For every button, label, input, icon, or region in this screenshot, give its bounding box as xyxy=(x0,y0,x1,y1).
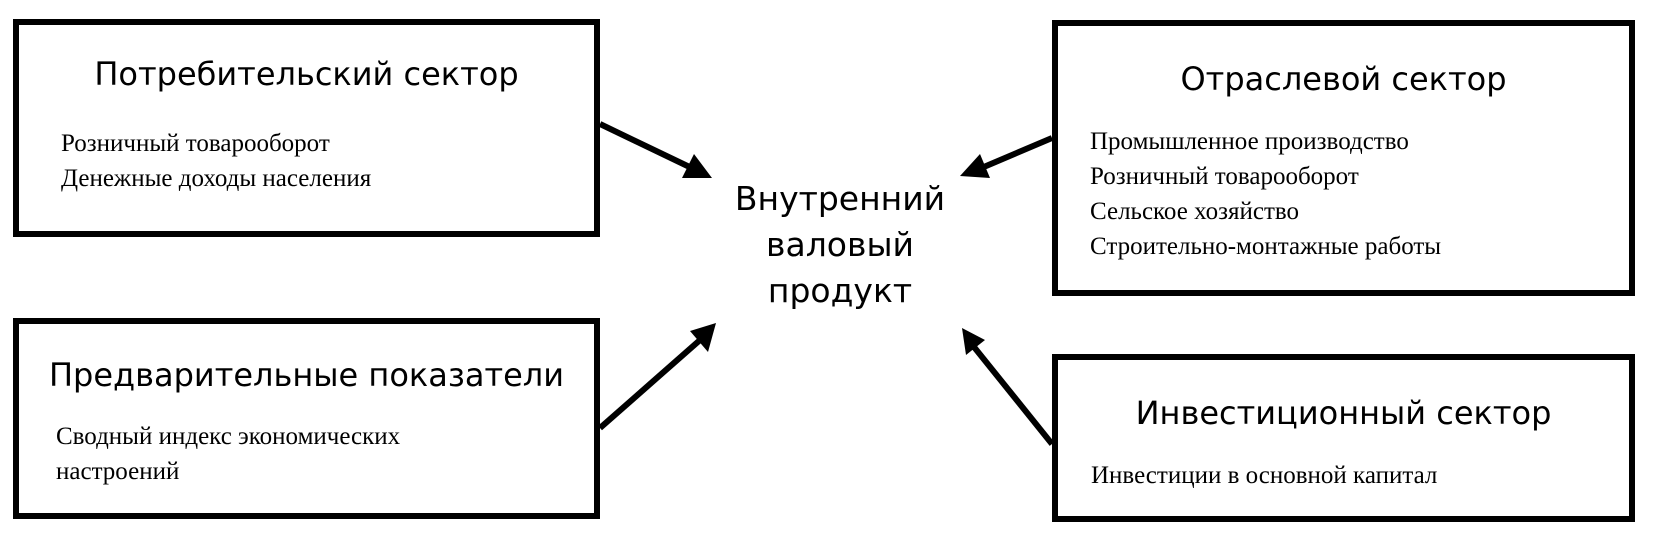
gdp-label-line: валовый xyxy=(766,225,914,264)
industry-sector-box: Отраслевой сектор Промышленное производс… xyxy=(1052,20,1635,296)
preliminary-indicators-title: Предварительные показатели xyxy=(48,356,565,394)
gdp-label-line: Внутренний xyxy=(734,179,946,218)
preliminary-indicators-box: Предварительные показатели Сводный индек… xyxy=(13,318,600,519)
list-item: Сельское хозяйство xyxy=(1090,198,1300,225)
arrow-industry-to-gdp xyxy=(960,135,1054,178)
list-item: Розничный товарооборот xyxy=(1090,163,1359,190)
list-item: Инвестиции в основной капитал xyxy=(1091,462,1438,489)
list-item: Сводный индекс экономических настроений xyxy=(56,423,401,485)
list-item: Денежные доходы населения xyxy=(61,165,372,192)
list-item: Розничный товарооборот xyxy=(61,130,330,157)
investment-sector-items: Инвестиции в основной капитал xyxy=(1091,458,1437,493)
consumer-sector-title: Потребительский сектор xyxy=(94,55,519,93)
consumer-sector-items: Розничный товарооборот Денежные доходы н… xyxy=(61,126,371,196)
industry-sector-title: Отраслевой сектор xyxy=(1180,60,1507,98)
investment-sector-box: Инвестиционный сектор Инвестиции в основ… xyxy=(1052,354,1635,522)
consumer-sector-box: Потребительский сектор Розничный товароо… xyxy=(13,19,600,237)
arrow-preliminary-to-gdp xyxy=(598,323,716,431)
gdp-center-label: Внутренний валовый продукт xyxy=(720,176,960,314)
arrow-consumer-to-gdp xyxy=(598,121,712,178)
gdp-label-line: продукт xyxy=(767,271,913,310)
arrow-investment-to-gdp xyxy=(962,328,1055,446)
preliminary-indicators-items: Сводный индекс экономических настроений xyxy=(56,419,476,489)
industry-sector-items: Промышленное производство Розничный това… xyxy=(1090,124,1441,264)
investment-sector-title: Инвестиционный сектор xyxy=(1135,394,1552,432)
list-item: Промышленное производство xyxy=(1090,128,1409,155)
list-item: Строительно-монтажные работы xyxy=(1090,233,1442,260)
